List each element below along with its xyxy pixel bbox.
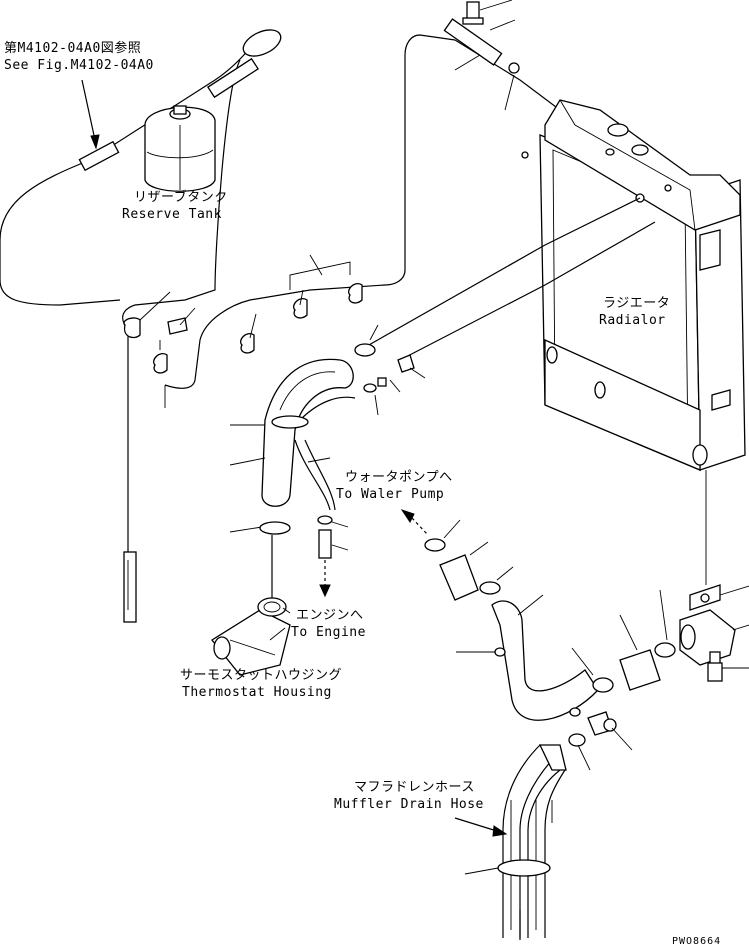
thermostat-housing: [211, 597, 291, 676]
reserve-tank: [144, 105, 216, 192]
pump-clamp: [424, 538, 446, 552]
lower-hose: [491, 600, 599, 721]
pump-clamp-2: [479, 581, 501, 595]
air-bleed-fitting: [397, 354, 415, 373]
drawing-code: PWO8664: [672, 936, 722, 947]
thermostat-label-en: Thermostat Housing: [182, 685, 332, 700]
reserve-tank-label-en: Reserve Tank: [122, 207, 222, 222]
upper-hose: [261, 358, 356, 511]
overflow-hose: [122, 59, 241, 600]
pump-hose-sleeve: [439, 554, 479, 601]
hose-loop-end: [242, 29, 282, 57]
to-engine-arrow: [319, 584, 331, 598]
water-pump-label-en: To Waler Pump: [336, 487, 445, 502]
muffler-drain-hose: [497, 744, 567, 938]
engine-label-en: To Engine: [291, 625, 366, 640]
radiator-lower-clamp: [592, 677, 614, 693]
radiator-overflow-tube: [164, 34, 456, 389]
water-pump-label-jp: ウォータポンプへ: [345, 470, 453, 485]
thermostat-clamp: [259, 521, 291, 535]
hose-sleeve-left: [78, 140, 120, 172]
hose-clamp-a: [354, 343, 376, 357]
drain-bolt: [707, 651, 723, 682]
engine-clamp: [317, 515, 333, 525]
see-fig-label-jp: 第M4102-04A0図参照: [4, 41, 142, 56]
tube-clamps: [123, 283, 363, 374]
radiator-label-jp: ラジエータ: [603, 296, 671, 311]
small-nut: [377, 377, 387, 387]
drain-clamp: [568, 733, 586, 747]
see-fig-label-en: See Fig.M4102-04A0: [4, 58, 154, 73]
overflow-hose-outer: [0, 159, 121, 306]
radiator-lower-sleeve: [619, 649, 661, 691]
drain-hose-end: [123, 551, 137, 623]
top-clip: [508, 62, 520, 74]
to-water-pump-arrow: [400, 509, 415, 523]
drain-connector: [587, 711, 617, 736]
engine-fitting: [318, 529, 332, 559]
radiator-label-en: Radialor: [599, 313, 666, 328]
lower-plug: [494, 647, 506, 657]
hose-sleeve-top: [207, 57, 259, 99]
radiator-outlet-elbow: [679, 584, 736, 666]
thermostat-label-jp: サーモスタットハウジング: [180, 668, 343, 683]
reserve-tank-label-jp: リザーブタンク: [134, 190, 228, 205]
top-hose-fitting: [443, 18, 503, 66]
hose-clamp-b: [363, 383, 377, 393]
muffler-leader: [454, 817, 501, 833]
top-bolt: [466, 1, 480, 21]
engine-label-jp: エンジンへ: [296, 608, 364, 623]
radiator-outlet-clamp: [654, 642, 676, 658]
muffler-label-en: Muffler Drain Hose: [334, 797, 484, 812]
muffler-label-jp: マフラドレンホース: [354, 780, 475, 795]
see-fig-leader: [81, 79, 96, 141]
radiator: [521, 99, 746, 471]
